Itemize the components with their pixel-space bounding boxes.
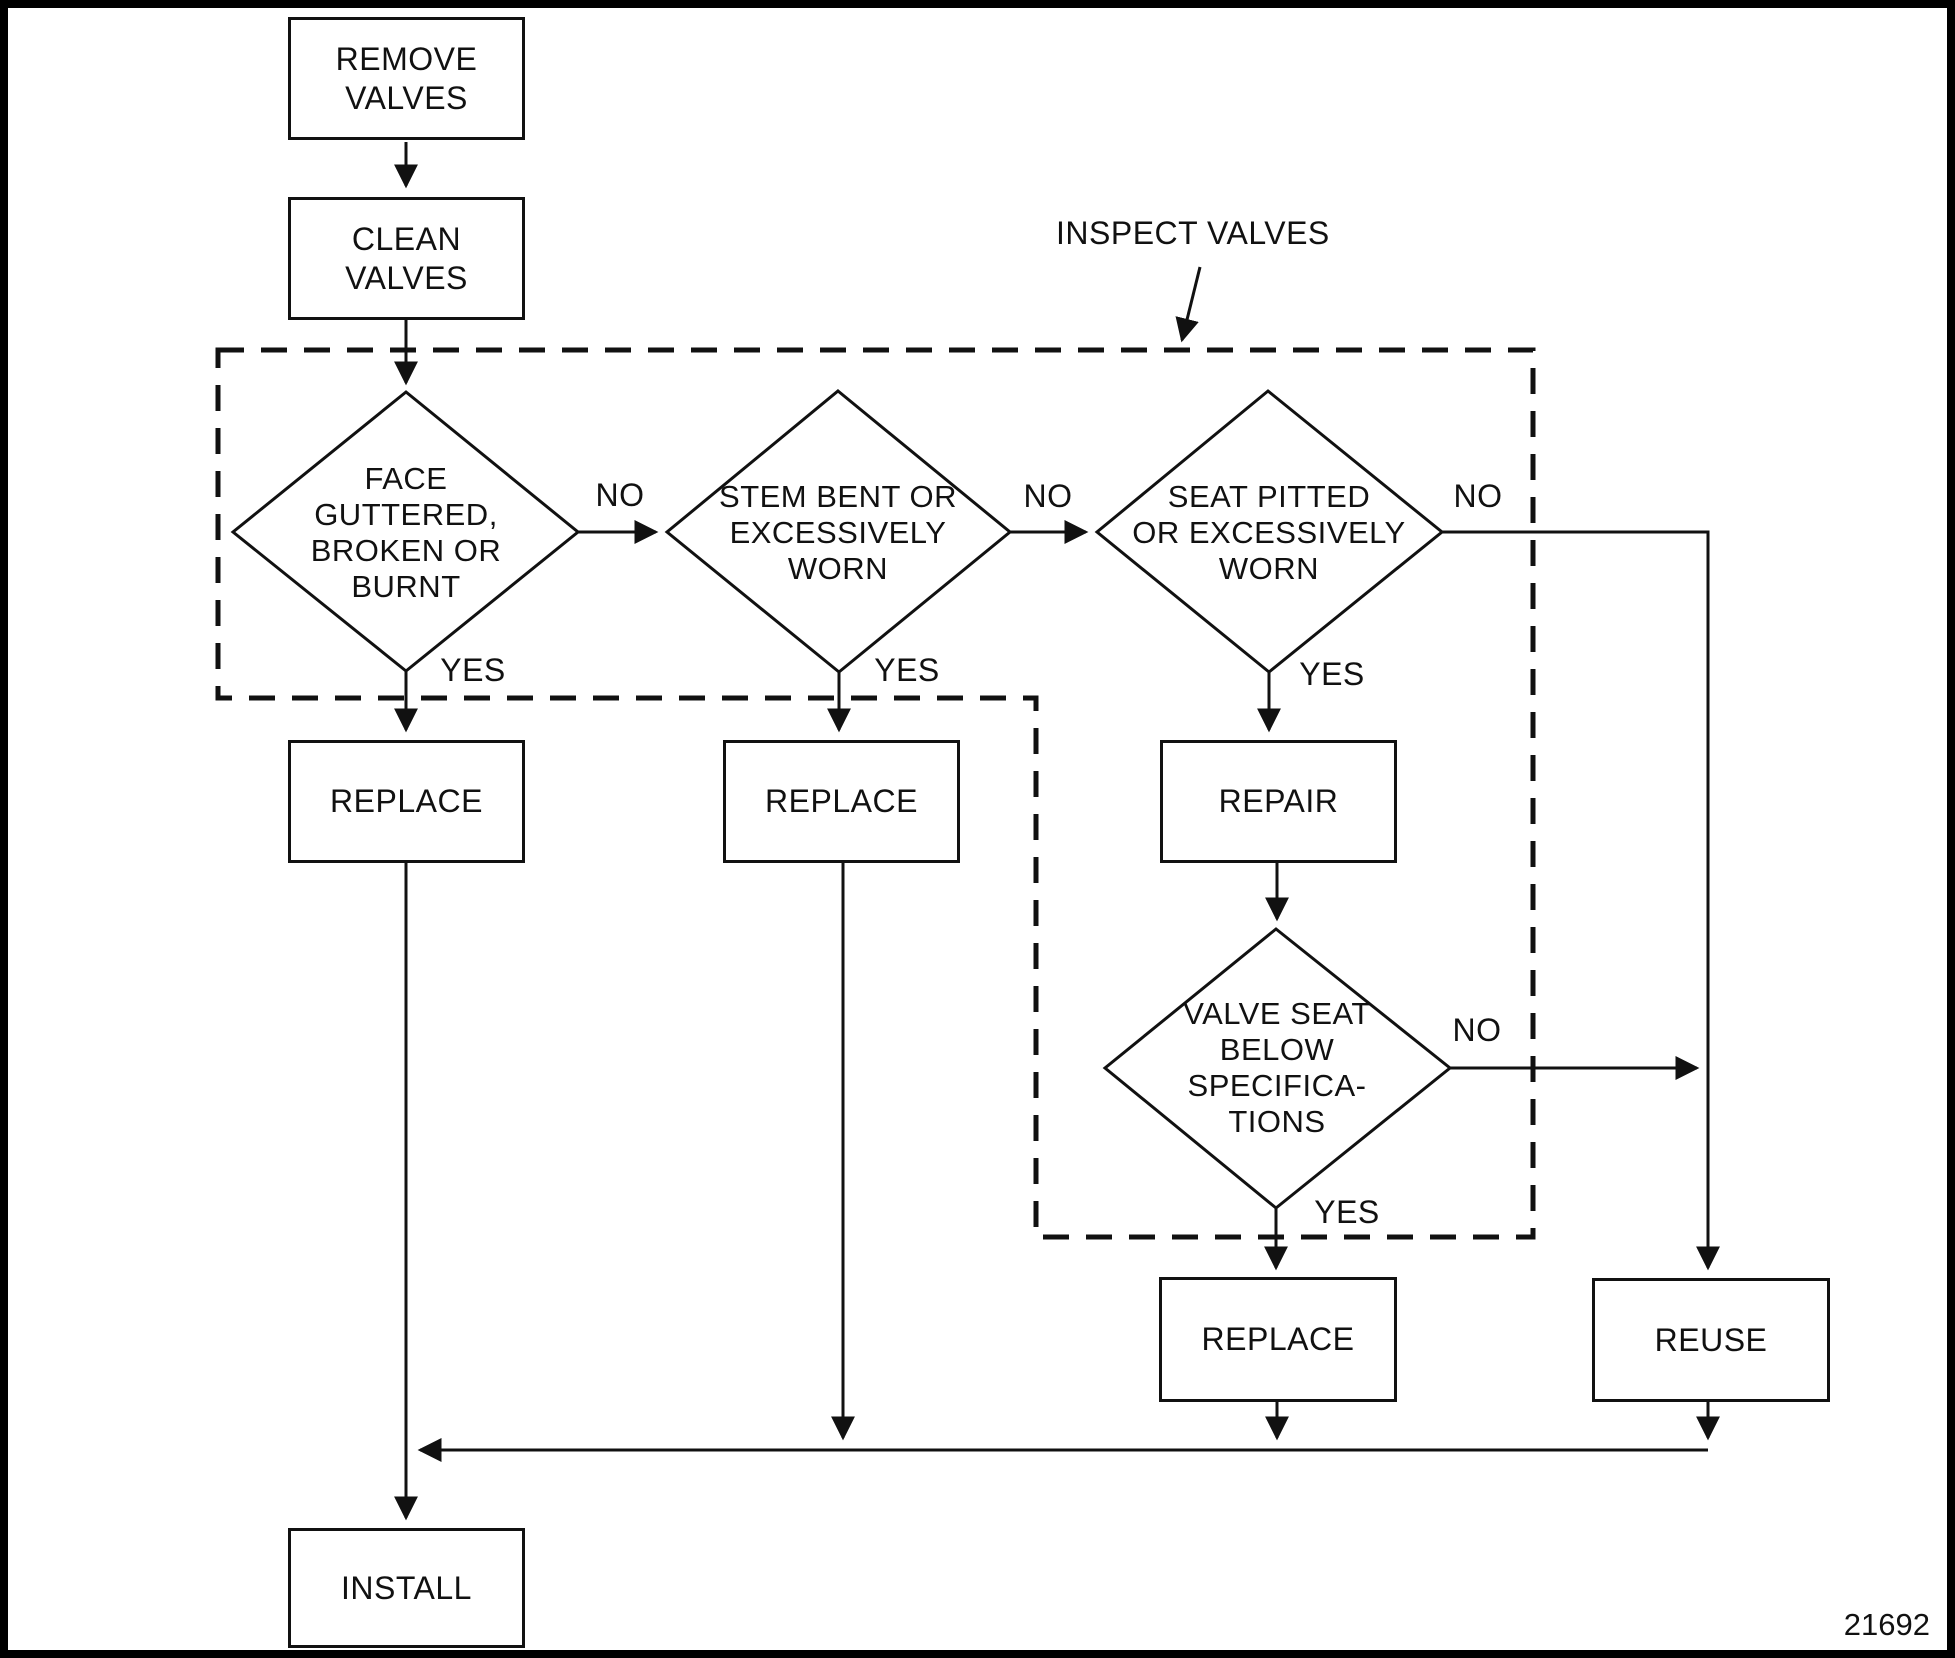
- decision-face-label: FACE GUTTERED, BROKEN OR BURNT: [310, 461, 502, 604]
- node-replace-face: REPLACE: [288, 740, 525, 863]
- figure-number: 21692: [1843, 1607, 1930, 1642]
- decision-valve-seat-label: VALVE SEAT BELOW SPECIFICA- TIONS: [1183, 996, 1371, 1139]
- node-install: INSTALL: [288, 1528, 525, 1648]
- node-repair: REPAIR: [1160, 740, 1397, 863]
- node-clean-valves: CLEAN VALVES: [288, 197, 525, 320]
- node-replace-seat: REPLACE: [1159, 1277, 1397, 1402]
- edge-label-seat-yes: YES: [1299, 656, 1365, 692]
- inspect-valves-pointer-arrow: [1175, 266, 1202, 343]
- edge-label-face-no: NO: [595, 477, 645, 513]
- edge-label-face-yes: YES: [440, 652, 506, 688]
- edge-label-stem-no: NO: [1023, 478, 1073, 514]
- node-reuse: REUSE: [1592, 1278, 1830, 1402]
- inspect-valves-dashed-region: [215, 347, 1536, 1240]
- decision-seat-label: SEAT PITTED OR EXCESSIVELY WORN: [1132, 479, 1406, 586]
- edge-label-seat-no: NO: [1453, 478, 1503, 514]
- inspect-valves-annotation: INSPECT VALVES: [1056, 215, 1330, 251]
- node-replace-stem: REPLACE: [723, 740, 960, 863]
- decision-stem-label: STEM BENT OR EXCESSIVELY WORN: [719, 479, 957, 586]
- edge-label-valve-seat-no: NO: [1452, 1012, 1502, 1048]
- edge-label-stem-yes: YES: [874, 652, 940, 688]
- node-remove-valves: REMOVE VALVES: [288, 17, 525, 140]
- edge-label-valve-seat-yes: YES: [1314, 1194, 1380, 1230]
- arrow-seat-no-to-reuse: [1442, 530, 1720, 1271]
